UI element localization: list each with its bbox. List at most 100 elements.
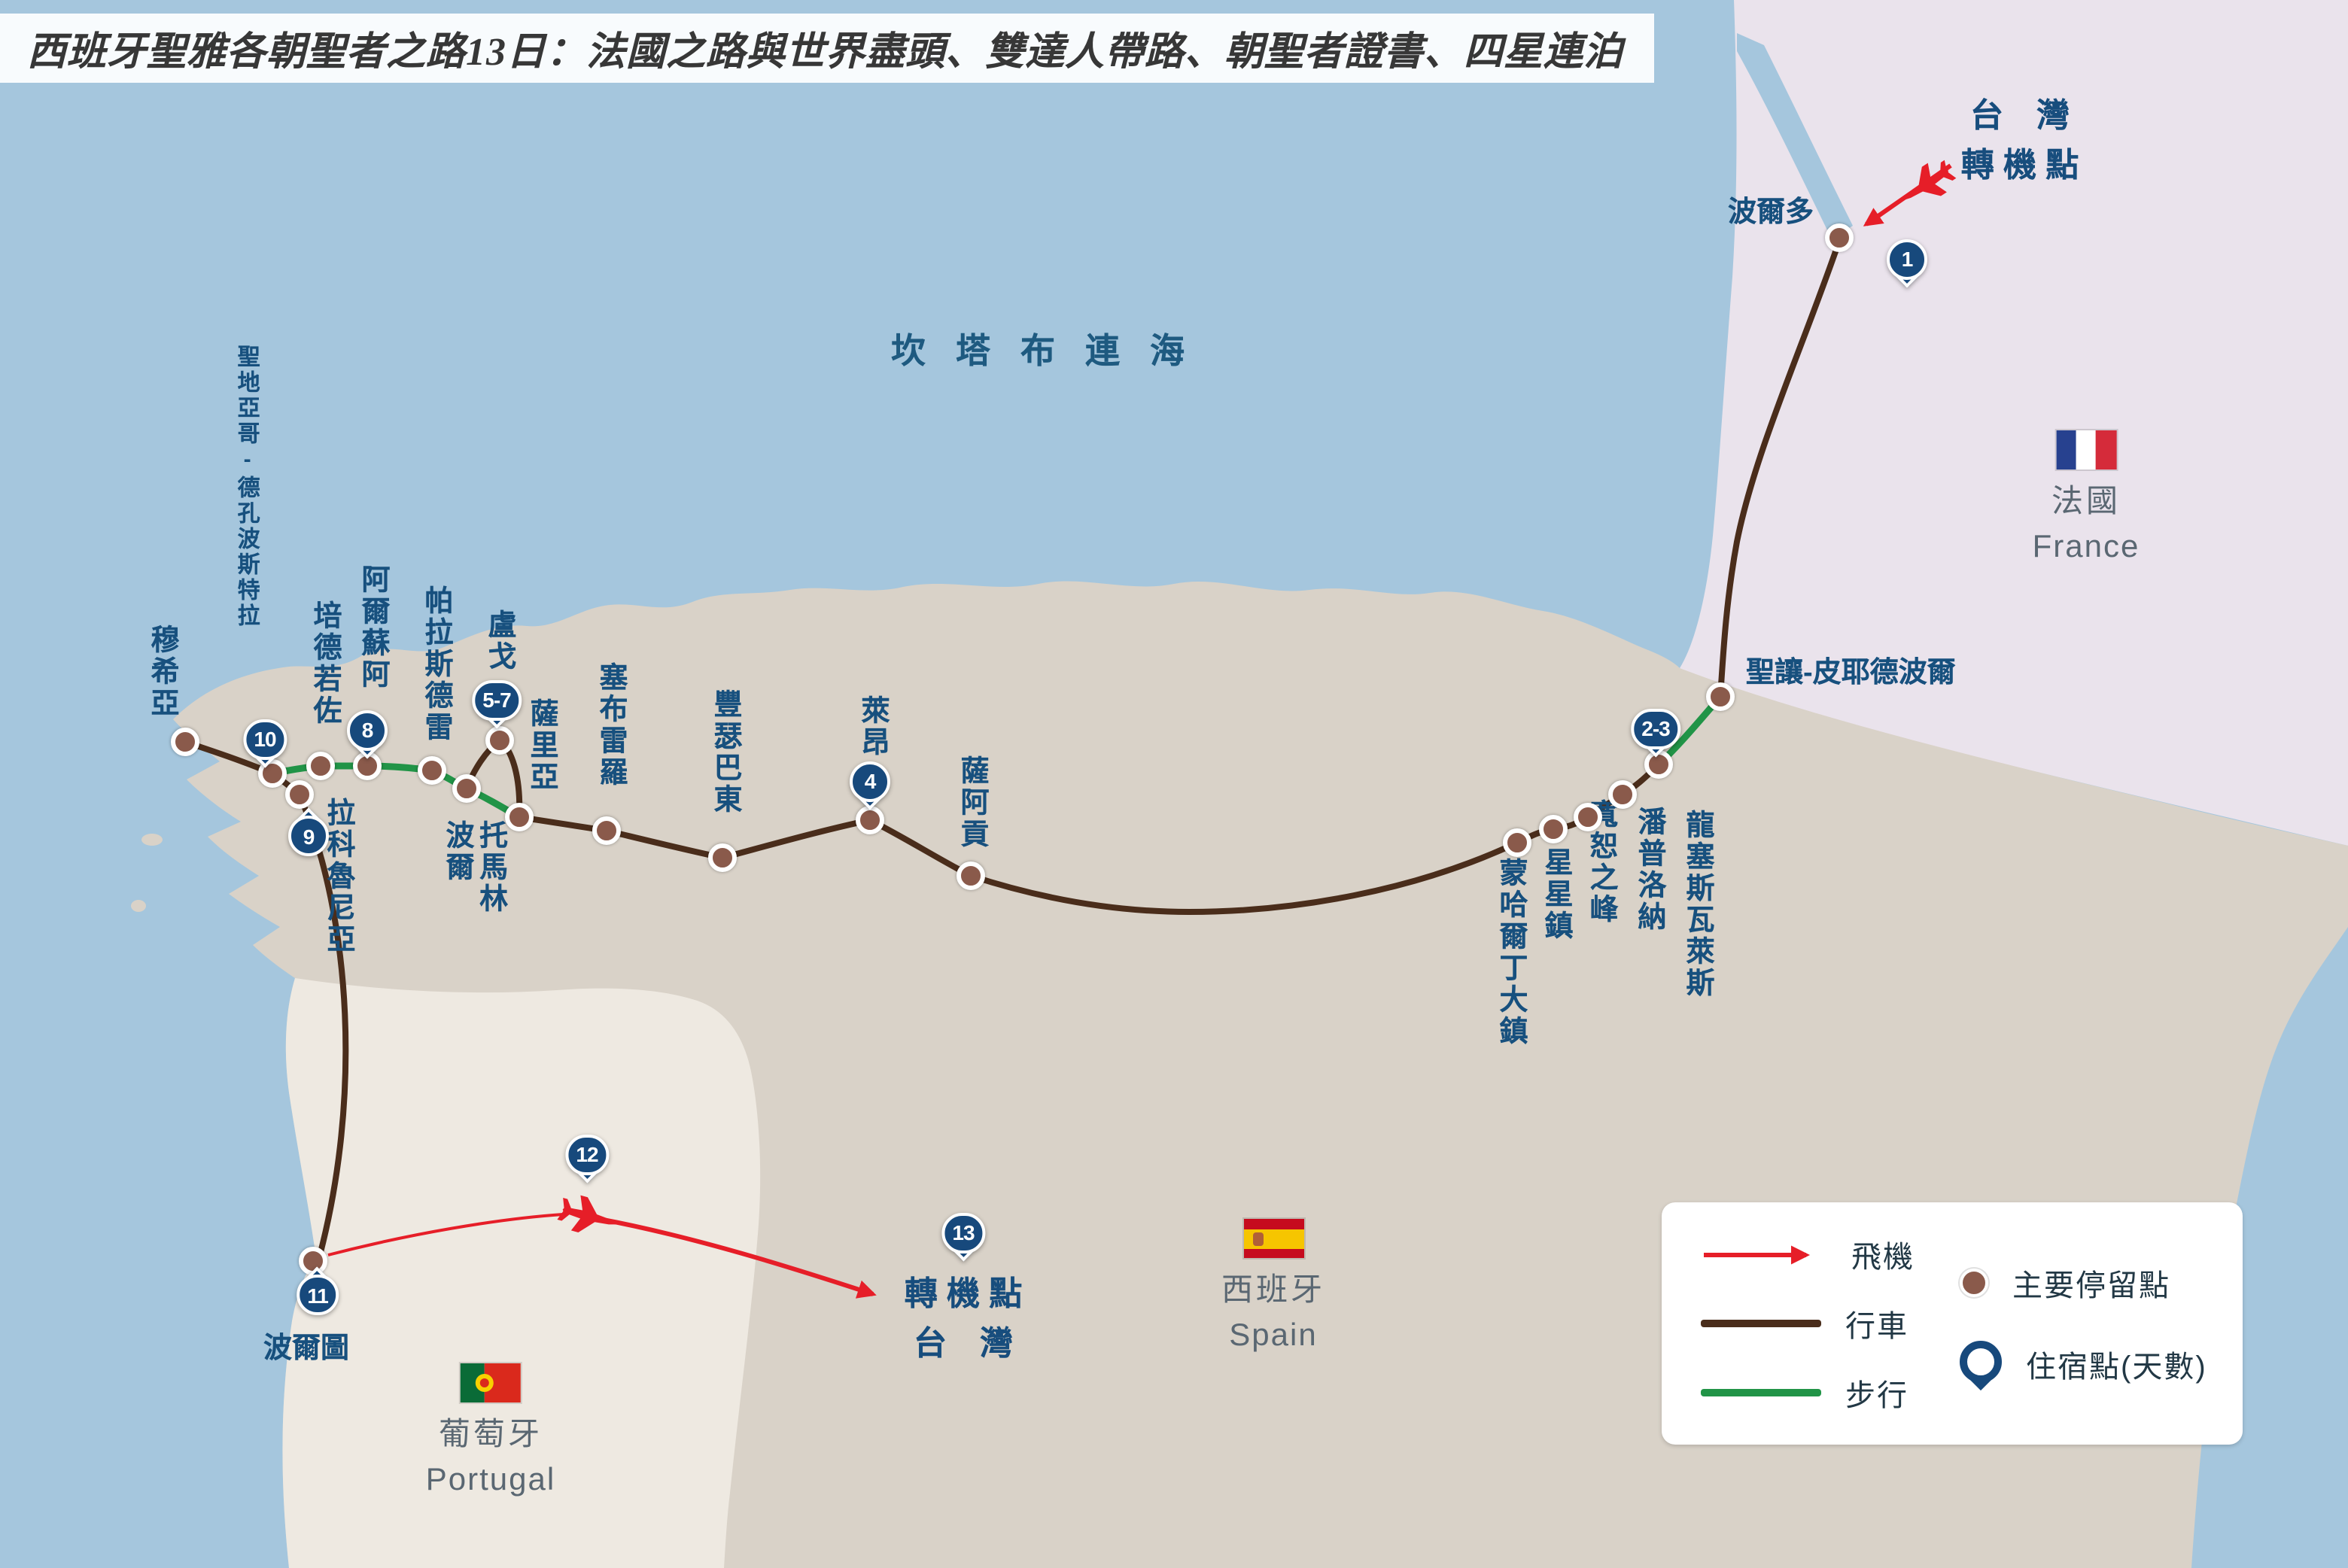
stay-pin-2-3: 2-3 xyxy=(1631,708,1680,757)
stay-pin-8: 8 xyxy=(347,710,388,758)
transfer-line: 台 灣 xyxy=(913,1324,1013,1362)
city-label: 聖地亞哥-德孔波斯特拉 xyxy=(234,345,260,629)
legend-item-stop: 主要停留點 xyxy=(1960,1260,2207,1304)
stay-pin-icon xyxy=(1960,1340,2002,1390)
legend-label-stay: 住宿點(天數) xyxy=(2026,1351,2207,1384)
island xyxy=(141,834,163,846)
stop-dot-pamplona xyxy=(1608,780,1637,809)
legend-label-walk: 步行 xyxy=(1845,1380,1909,1413)
country-france: 法國 France xyxy=(2033,430,2140,566)
stop-dot-monjardin xyxy=(1503,828,1531,857)
stay-pin-bubble: 2-3 xyxy=(1631,708,1680,749)
portugal-flag-icon xyxy=(461,1363,521,1402)
city-label-part: 波爾 xyxy=(441,820,473,883)
stop-dot-icon xyxy=(1960,1268,1988,1296)
taiwan-transfer-top: 台 灣 轉 機 點 xyxy=(1942,90,2098,190)
legend-item-drive: 行車 xyxy=(1701,1302,1915,1345)
city-label: 潘普洛納 xyxy=(1633,807,1665,933)
island xyxy=(131,900,146,912)
fly-arrow-icon xyxy=(1704,1244,1811,1264)
stop-dot-palas-de-rei xyxy=(418,756,446,785)
stop-dot-o-cebreiro xyxy=(592,816,621,845)
city-label: 盧戈 xyxy=(483,609,516,673)
stay-pin-bubble: 8 xyxy=(347,710,388,750)
land-france xyxy=(1680,0,2348,846)
stay-pin-12: 12 xyxy=(565,1134,609,1183)
stay-pin-11: 11 xyxy=(297,1266,339,1315)
legend-label-drive: 行車 xyxy=(1845,1311,1909,1344)
legend-label-fly: 飛機 xyxy=(1851,1241,1915,1275)
city-label: 星星鎮 xyxy=(1540,847,1572,942)
country-name-zh: 葡萄牙 xyxy=(439,1418,543,1452)
legend-item-walk: 步行 xyxy=(1701,1371,1915,1415)
sea-label: 坎塔布連海 xyxy=(891,331,1215,370)
stay-pin-5-7: 5-7 xyxy=(472,679,522,728)
stay-pin-bubble: 13 xyxy=(941,1212,985,1253)
stop-dot-pedrouzo xyxy=(306,752,335,780)
stay-pin-bubble: 5-7 xyxy=(472,679,522,720)
transfer-line: 轉 機 點 xyxy=(1960,146,2079,184)
city-label: 萊昂 xyxy=(856,695,889,758)
stay-pin-1: 1 xyxy=(1887,239,1927,287)
stay-pin-number: 8 xyxy=(361,718,374,742)
city-label: 培德若佐 xyxy=(309,600,341,727)
country-name-zh: 西班牙 xyxy=(1221,1273,1325,1308)
city-label: 蒙哈爾丁大鎮 xyxy=(1495,858,1527,1047)
city-label: 阿爾蘇阿 xyxy=(357,564,389,691)
city-label: 龍塞斯瓦萊斯 xyxy=(1681,810,1714,999)
land-portugal xyxy=(282,978,761,1568)
stay-pin-number: 2-3 xyxy=(1641,716,1670,740)
stop-dot-sahagun xyxy=(957,861,985,890)
legend-label-stop: 主要停留點 xyxy=(2012,1269,2170,1302)
stay-pin-number: 5-7 xyxy=(482,688,511,712)
walk-line-icon xyxy=(1701,1389,1821,1396)
stay-pin-number: 9 xyxy=(303,824,315,848)
legend-left-column: 飛機 行車 步行 xyxy=(1662,1202,1915,1445)
legend-item-fly: 飛機 xyxy=(1701,1232,1915,1276)
city-label: 拉科魯尼亞 xyxy=(322,798,354,956)
transfer-line: 台 灣 xyxy=(1969,96,2070,134)
city-label-part: 托馬林 xyxy=(475,820,507,915)
city-label: 波爾托馬林 xyxy=(441,820,507,915)
spain-flag-icon xyxy=(1243,1219,1303,1258)
stop-dot-lugo xyxy=(485,726,514,755)
stay-pin-number: 4 xyxy=(864,769,877,793)
country-name-zh: 法國 xyxy=(2051,485,2121,519)
stop-dot-a-coruna xyxy=(285,780,314,809)
stop-dot-alto-del-perdon xyxy=(1574,803,1602,831)
page-title: 西班牙聖雅各朝聖者之路13日：法國之路與世界盡頭、雙達人帶路、朝聖者證書、四星連… xyxy=(27,29,1624,73)
stay-pin-bubble: 12 xyxy=(565,1134,609,1174)
stay-pin-number: 13 xyxy=(952,1220,975,1244)
city-label: 穆希亞 xyxy=(146,624,178,719)
stop-dot-bordeaux xyxy=(1825,223,1854,252)
stay-pin-bubble: 11 xyxy=(297,1275,339,1315)
stay-pin-icon-bubble xyxy=(1960,1340,2002,1382)
country-spain: 西班牙 Spain xyxy=(1221,1219,1325,1354)
drive-line-icon xyxy=(1701,1320,1821,1327)
title-bar: 西班牙聖雅各朝聖者之路13日：法國之路與世界盡頭、雙達人帶路、朝聖者證書、四星連… xyxy=(0,14,1654,83)
legend: 飛機 行車 步行 主要停留點 住宿點(天數) xyxy=(1662,1202,2243,1445)
stop-dot-foncebadon xyxy=(708,843,737,872)
stay-pin-number: 1 xyxy=(1901,247,1914,271)
country-name-en: France xyxy=(2032,530,2140,564)
france-flag-icon xyxy=(2055,430,2116,469)
city-label: 聖讓-皮耶德波爾 xyxy=(1746,658,1956,689)
stay-pin-number: 11 xyxy=(307,1283,329,1307)
stop-dot-muxia xyxy=(171,728,199,756)
stay-pin-bubble: 1 xyxy=(1887,239,1927,279)
stay-pin-number: 10 xyxy=(254,727,276,751)
stay-pin-4: 4 xyxy=(850,761,890,810)
stay-pin-9: 9 xyxy=(288,807,329,856)
city-label: 塞布雷羅 xyxy=(595,662,627,789)
stay-pin-bubble: 10 xyxy=(243,719,287,759)
stay-pin-10: 10 xyxy=(243,719,287,767)
stop-dot-saint-jean-pied-de-port xyxy=(1706,682,1735,711)
city-label: 薩阿貢 xyxy=(956,755,988,850)
city-label: 薩里亞 xyxy=(525,698,558,793)
country-name-en: Spain xyxy=(1229,1318,1318,1353)
country-portugal: 葡萄牙 Portugal xyxy=(426,1363,555,1499)
city-label: 帕拉斯德雷 xyxy=(420,585,452,743)
